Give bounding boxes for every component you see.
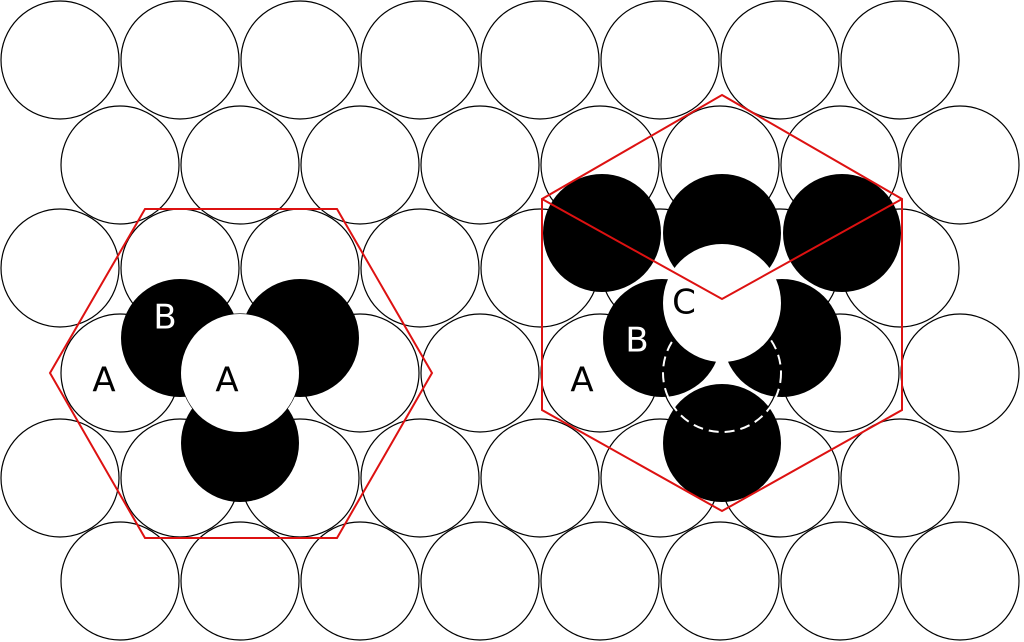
- base-sphere: [480, 418, 600, 538]
- base-sphere: [720, 0, 840, 120]
- right-label-a-outer: A: [570, 361, 593, 401]
- right-cell: A B C: [541, 93, 903, 513]
- base-sphere: [0, 208, 120, 328]
- base-sphere: [360, 0, 480, 120]
- base-sphere: [420, 313, 540, 433]
- left-label-a-top: A: [215, 361, 238, 401]
- base-sphere: [120, 0, 240, 120]
- left-hexagon: [48, 208, 434, 539]
- left-label-b: B: [153, 298, 176, 338]
- base-sphere: [360, 418, 480, 538]
- right-c-top-sphere: [663, 244, 781, 362]
- base-sphere: [660, 521, 780, 641]
- base-sphere: [0, 0, 120, 120]
- base-sphere: [0, 418, 120, 538]
- base-sphere: [600, 0, 720, 120]
- right-hidden-sphere-dashed: [662, 313, 782, 433]
- base-sphere: [180, 105, 300, 225]
- base-sphere: [840, 0, 960, 120]
- left-label-a-outer: A: [92, 361, 115, 401]
- right-hexagon-inner-lines: [541, 198, 903, 301]
- base-sphere: [900, 313, 1020, 433]
- base-sphere: [480, 0, 600, 120]
- base-sphere: [900, 521, 1020, 641]
- base-sphere: [60, 521, 180, 641]
- base-sphere: [240, 0, 360, 120]
- base-sphere: [540, 521, 660, 641]
- base-sphere: [300, 105, 420, 225]
- right-label-c: C: [672, 283, 696, 323]
- base-sphere: [780, 521, 900, 641]
- base-sphere: [840, 418, 960, 538]
- base-sphere: [900, 105, 1020, 225]
- base-sphere: [60, 105, 180, 225]
- left-cell: A B A: [48, 208, 434, 539]
- base-sphere: [360, 208, 480, 328]
- right-b-sphere-bottom: [663, 384, 781, 502]
- base-sphere: [300, 521, 420, 641]
- right-label-b: B: [625, 321, 648, 361]
- base-sphere: [180, 521, 300, 641]
- left-a-top-sphere: [181, 314, 299, 432]
- base-sphere: [420, 105, 540, 225]
- base-sphere: [420, 521, 540, 641]
